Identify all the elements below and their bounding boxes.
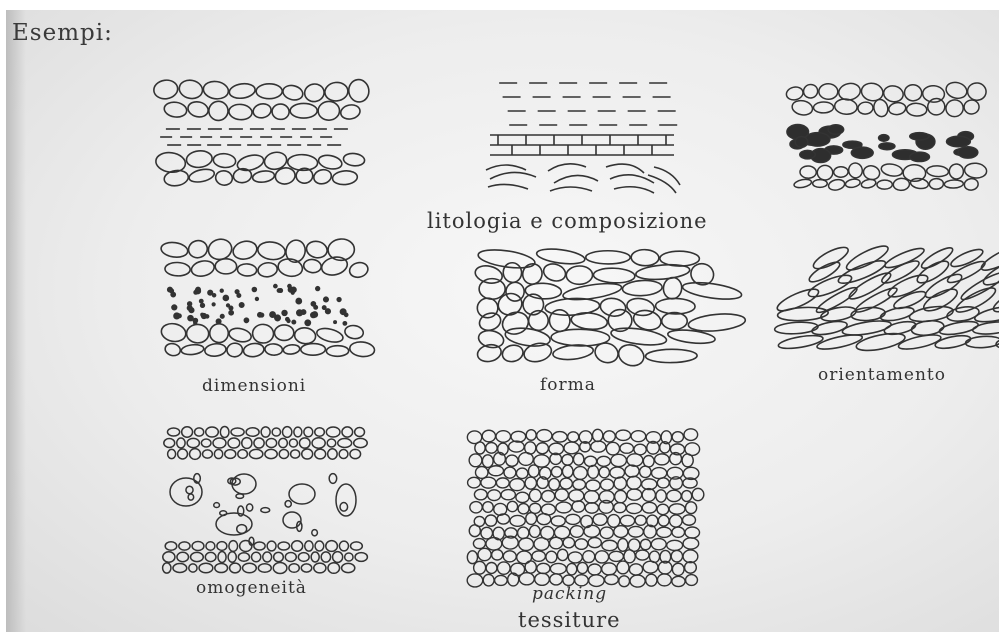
texture-dimensioni [151, 238, 361, 358]
slide: Esempi: litologia e composizione [6, 10, 999, 632]
texture-shale-blocks-lenses [478, 75, 688, 200]
texture-pebbles-clay-pebbles [144, 75, 364, 185]
section-title-litologia: litologia e composizione [427, 209, 708, 233]
slide-edge-shadow [6, 10, 26, 632]
texture-packing [461, 428, 701, 588]
texture-mixed-clasts [780, 78, 985, 193]
caption-packing: packing [532, 584, 607, 604]
texture-orientamento [766, 246, 999, 356]
heading: Esempi: [12, 20, 113, 46]
caption-dimensioni: dimensioni [202, 376, 306, 396]
texture-omogeneita [156, 422, 366, 582]
texture-forma [468, 248, 708, 363]
caption-orientamento: orientamento [818, 365, 946, 385]
caption-forma: forma [540, 375, 596, 395]
section-title-tessiture: tessiture [518, 608, 621, 632]
caption-omogeneita: omogeneità [196, 578, 307, 598]
